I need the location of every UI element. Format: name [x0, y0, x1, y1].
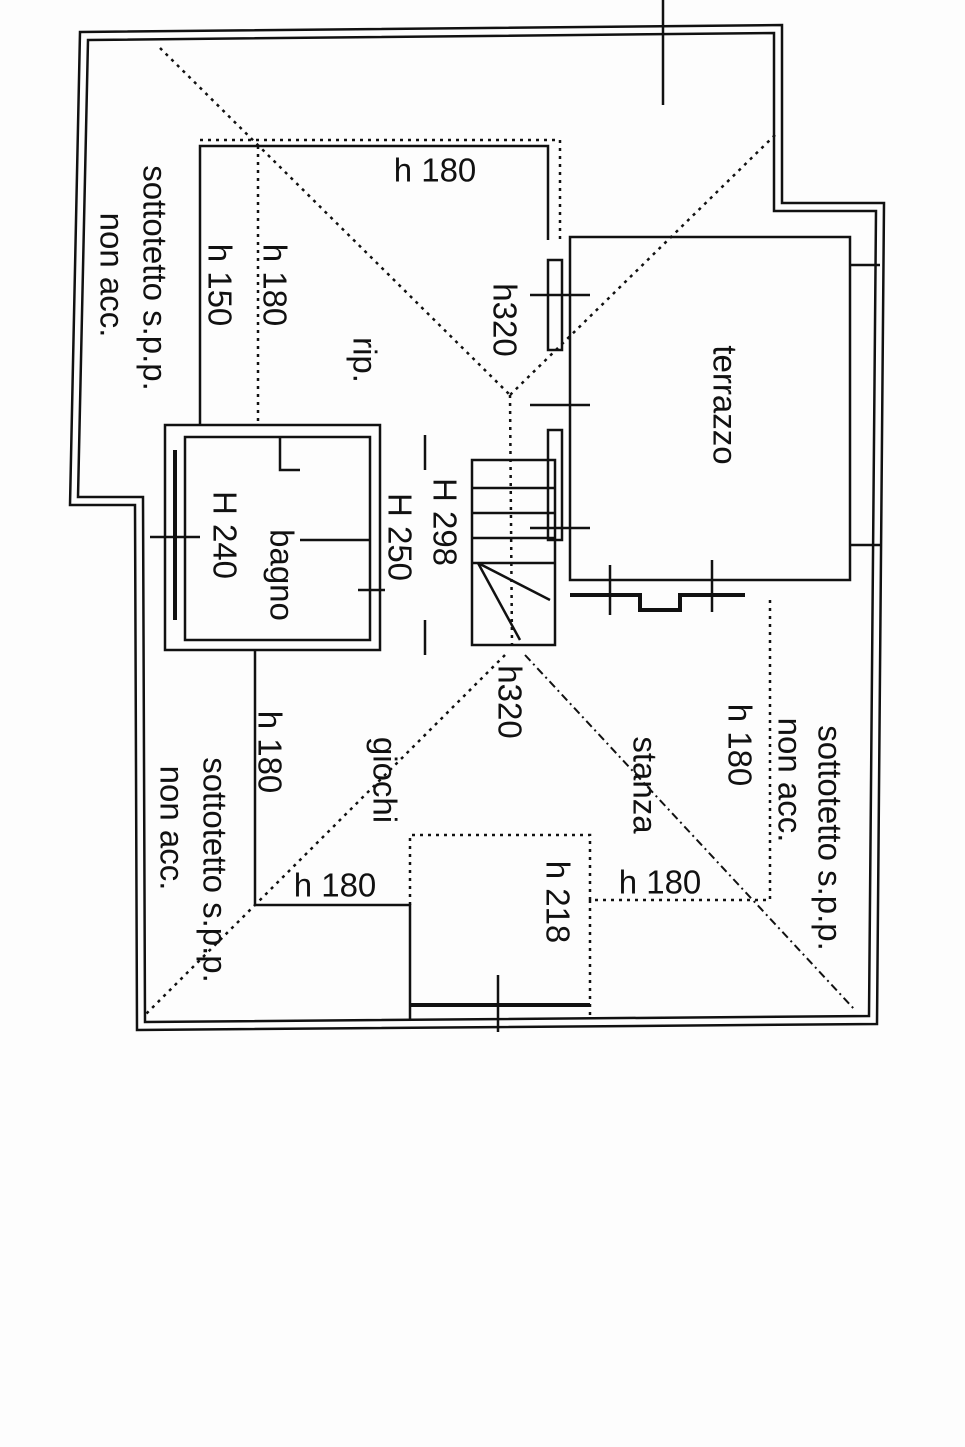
height-label: H 250	[382, 493, 419, 581]
room-label-terrazzo: terrazzo	[707, 345, 744, 464]
height-label: h 180	[619, 864, 702, 901]
attic-label: sottotetto s.p.p.	[812, 725, 849, 951]
ridge-line	[159, 47, 511, 396]
attic-label: non acc.	[94, 213, 131, 338]
height-label: h 180	[722, 704, 759, 787]
attic-label: non acc.	[154, 766, 191, 891]
ridge-line	[509, 134, 776, 396]
ridge-line	[144, 654, 506, 1016]
rip-dotted	[200, 138, 562, 240]
attic-label: non acc.	[772, 718, 809, 843]
exterior-wall-inner	[76, 31, 878, 1024]
height-label: h320	[487, 283, 524, 356]
center-bay	[408, 833, 592, 905]
height-label: h 180	[257, 244, 294, 327]
terrazzo-wall	[568, 235, 852, 582]
bagno-wall-inner	[183, 435, 372, 642]
height-label: h 180	[394, 152, 477, 189]
stair-steps	[472, 486, 555, 641]
ridge-line	[508, 394, 514, 646]
room-label-stanza: stanza	[627, 736, 664, 834]
height-label: h320	[492, 665, 529, 738]
terrazzo-bottom-wall	[570, 593, 745, 612]
attic-label: sottotetto s.p.p.	[197, 757, 234, 983]
stanza-wall	[588, 600, 772, 1020]
height-label: H 240	[207, 491, 244, 579]
rip-wall	[198, 144, 550, 425]
room-label-giochi: giochi	[367, 737, 404, 823]
stairs	[470, 458, 557, 647]
room-label-bagno: bagno	[264, 529, 301, 621]
bagno-partition	[278, 437, 300, 472]
room-label-rip: rip.	[347, 337, 384, 383]
height-label: h 180	[252, 711, 289, 794]
height-label: h 180	[294, 867, 377, 904]
height-label: h 218	[540, 861, 577, 944]
exterior-wall-outer	[68, 23, 886, 1032]
ridge-line	[524, 654, 856, 1011]
window	[546, 258, 564, 352]
giochi-wall	[253, 650, 412, 1020]
height-label: h 150	[202, 244, 239, 327]
height-label: H 298	[427, 478, 464, 566]
attic-label: sottotetto s.p.p.	[137, 165, 174, 391]
